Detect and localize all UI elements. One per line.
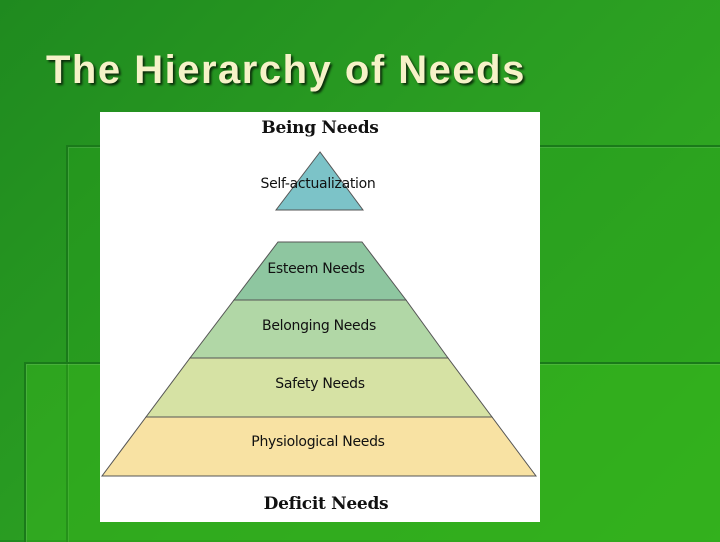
tier-label-safety: Safety Needs (275, 376, 365, 392)
tier-label-esteem: Esteem Needs (267, 261, 365, 277)
slide-title: The Hierarchy of Needs (46, 48, 526, 92)
pyramid-graphic (101, 151, 537, 477)
tier-physiological (101, 416, 537, 477)
maslow-pyramid-figure: Being Needs Self-actualization Esteem Ne… (100, 112, 540, 522)
tier-label-belonging: Belonging Needs (262, 318, 376, 334)
tier-label-self-actualization: Self-actualization (260, 176, 376, 192)
tier-self-actualization (274, 151, 364, 211)
deficit-needs-caption: Deficit Needs (263, 494, 389, 514)
tier-label-physiological: Physiological Needs (251, 434, 385, 450)
being-needs-caption: Being Needs (261, 118, 379, 138)
